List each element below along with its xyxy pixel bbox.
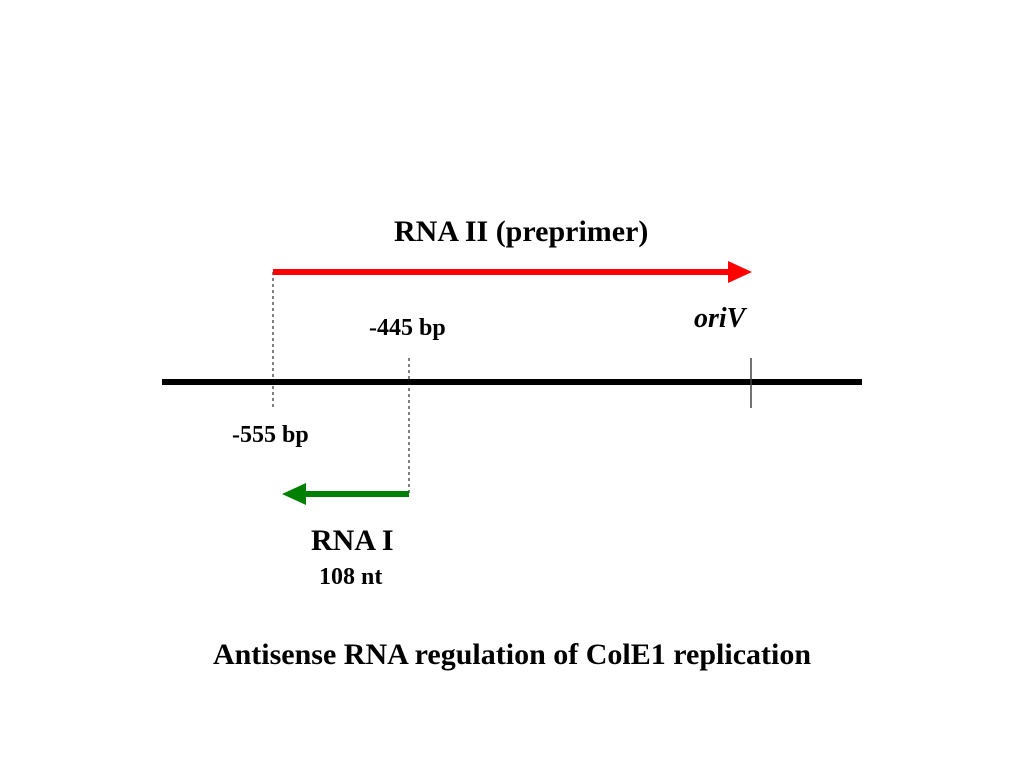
rna1-arrow-head: [282, 483, 306, 505]
oriv-label: oriV: [694, 303, 746, 334]
rna1-length-label: 108 nt: [319, 564, 383, 590]
bp445-label: -445 bp: [369, 315, 446, 341]
rna1-arrow: [282, 483, 409, 505]
rna2-label: RNA II (preprimer): [394, 215, 649, 248]
slide-caption: Antisense RNA regulation of ColE1 replic…: [212, 638, 812, 671]
rna1-label: RNA I: [311, 524, 394, 557]
rna2-arrow: [273, 261, 752, 283]
bp555-label: -555 bp: [232, 422, 309, 448]
rna2-arrow-head: [728, 261, 752, 283]
